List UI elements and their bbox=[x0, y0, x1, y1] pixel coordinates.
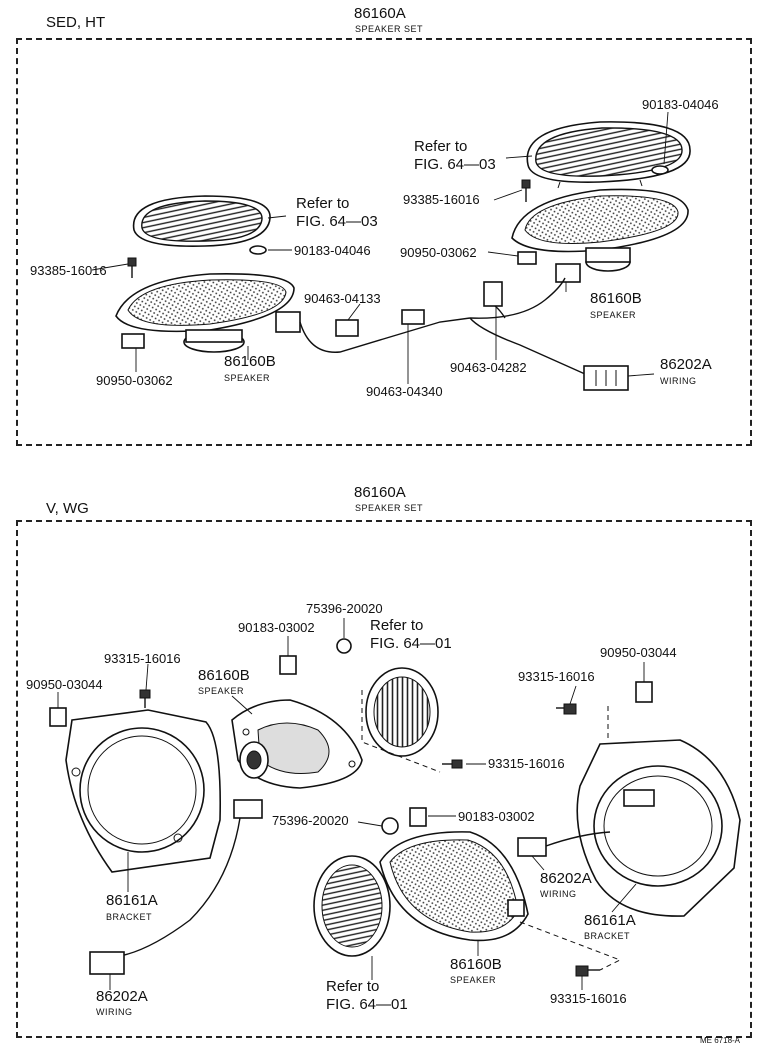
clamp-left-top bbox=[121, 333, 145, 349]
label-86202a-right: 86202A bbox=[540, 870, 592, 887]
label-wiring-left: WIRING bbox=[96, 1007, 133, 1017]
label-bracket-left: BRACKET bbox=[106, 912, 153, 922]
label-90950-03044-right: 90950-03044 bbox=[600, 645, 677, 660]
label-refer-bottom-1: Refer to bbox=[326, 978, 380, 995]
speaker-right-top bbox=[511, 188, 689, 272]
label-86160b-left: 86160B bbox=[224, 353, 276, 370]
label-wiring-top: WIRING bbox=[660, 376, 697, 386]
label-93385-16016-left: 93385-16016 bbox=[30, 263, 107, 278]
grille-left bbox=[132, 195, 271, 247]
label-90183-03002-top: 90183-03002 bbox=[238, 620, 315, 635]
label-speaker-top: SPEAKER bbox=[198, 686, 245, 696]
speaker-bottom-bottom bbox=[379, 831, 529, 942]
label-90463-04340: 90463-04340 bbox=[366, 384, 443, 399]
label-refer-right-2: FIG. 64—03 bbox=[414, 156, 496, 173]
clip-03002-mid bbox=[409, 807, 427, 827]
label-93385-16016-right: 93385-16016 bbox=[403, 192, 480, 207]
label-90183-04046-right: 90183-04046 bbox=[642, 97, 719, 112]
label-86160b-bottom: 86160B bbox=[450, 956, 502, 973]
label-speaker-left: SPEAKER bbox=[224, 373, 271, 383]
label-refer-top-1: Refer to bbox=[370, 617, 424, 634]
set-number-top: 86160A bbox=[354, 5, 406, 22]
set-name-top: SPEAKER SET bbox=[355, 24, 424, 34]
label-90463-04133: 90463-04133 bbox=[304, 291, 381, 306]
label-90183-04046-left: 90183-04046 bbox=[294, 243, 371, 258]
label-refer-bottom-2: FIG. 64—01 bbox=[326, 996, 408, 1013]
label-86161a-left: 86161A bbox=[106, 892, 158, 909]
section-frame-sed-ht bbox=[16, 38, 752, 446]
section-variant-sed-ht: SED, HT bbox=[46, 14, 106, 31]
bracket-right bbox=[576, 739, 741, 917]
label-86160b-top: 86160B bbox=[198, 667, 250, 684]
label-93315-16016-bottom: 93315-16016 bbox=[550, 991, 627, 1006]
label-90950-03062-left: 90950-03062 bbox=[96, 373, 173, 388]
clamp-right-top bbox=[517, 251, 537, 265]
label-86202a-top: 86202A bbox=[660, 356, 712, 373]
label-speaker-bottom: SPEAKER bbox=[450, 975, 497, 985]
set-number-bottom: 86160A bbox=[354, 484, 406, 501]
connector-right-top bbox=[555, 263, 581, 283]
bracket-left bbox=[65, 709, 222, 873]
label-refer-left-2: FIG. 64—03 bbox=[296, 213, 378, 230]
section-frame-v-wg bbox=[16, 520, 752, 1038]
set-name-bottom: SPEAKER SET bbox=[355, 503, 424, 513]
label-86160b-right: 86160B bbox=[590, 290, 642, 307]
footer-code: ME 6718-A bbox=[700, 1036, 741, 1045]
label-refer-right-1: Refer to bbox=[414, 138, 468, 155]
label-bracket-right: BRACKET bbox=[584, 931, 631, 941]
wiring-left-bottom bbox=[89, 799, 263, 975]
section-variant-v-wg: V, WG bbox=[46, 500, 89, 517]
clip-left-top bbox=[249, 245, 267, 255]
speaker-top-bottom bbox=[231, 699, 363, 789]
screw-bottom-left bbox=[139, 689, 151, 708]
label-90950-03044-left: 90950-03044 bbox=[26, 677, 103, 692]
label-90463-04282: 90463-04282 bbox=[450, 360, 527, 375]
clip-right-top bbox=[651, 165, 669, 175]
screw-left-top bbox=[127, 257, 137, 278]
wiring-harness-top bbox=[275, 277, 629, 391]
round-grille-top bbox=[365, 667, 439, 757]
label-90950-03062-right: 90950-03062 bbox=[400, 245, 477, 260]
label-86161a-right: 86161A bbox=[584, 912, 636, 929]
screw-mid-right bbox=[442, 759, 463, 769]
round-grille-bottom bbox=[313, 855, 391, 957]
screw-right-top bbox=[521, 179, 531, 202]
label-75396-20020-mid: 75396-20020 bbox=[272, 813, 349, 828]
label-90183-03002-mid: 90183-03002 bbox=[458, 809, 535, 824]
label-93315-16016-left: 93315-16016 bbox=[104, 651, 181, 666]
label-refer-left-1: Refer to bbox=[296, 195, 350, 212]
grille-right bbox=[526, 121, 691, 189]
nut-top bbox=[336, 638, 352, 654]
label-93315-16016-mid: 93315-16016 bbox=[488, 756, 565, 771]
speaker-left-top bbox=[115, 272, 295, 353]
label-speaker-right: SPEAKER bbox=[590, 310, 637, 320]
label-86202a-left: 86202A bbox=[96, 988, 148, 1005]
label-93315-16016-right: 93315-16016 bbox=[518, 669, 595, 684]
label-refer-top-2: FIG. 64—01 bbox=[370, 635, 452, 652]
label-75396-20020-top: 75396-20020 bbox=[306, 601, 383, 616]
label-wiring-right: WIRING bbox=[540, 889, 577, 899]
